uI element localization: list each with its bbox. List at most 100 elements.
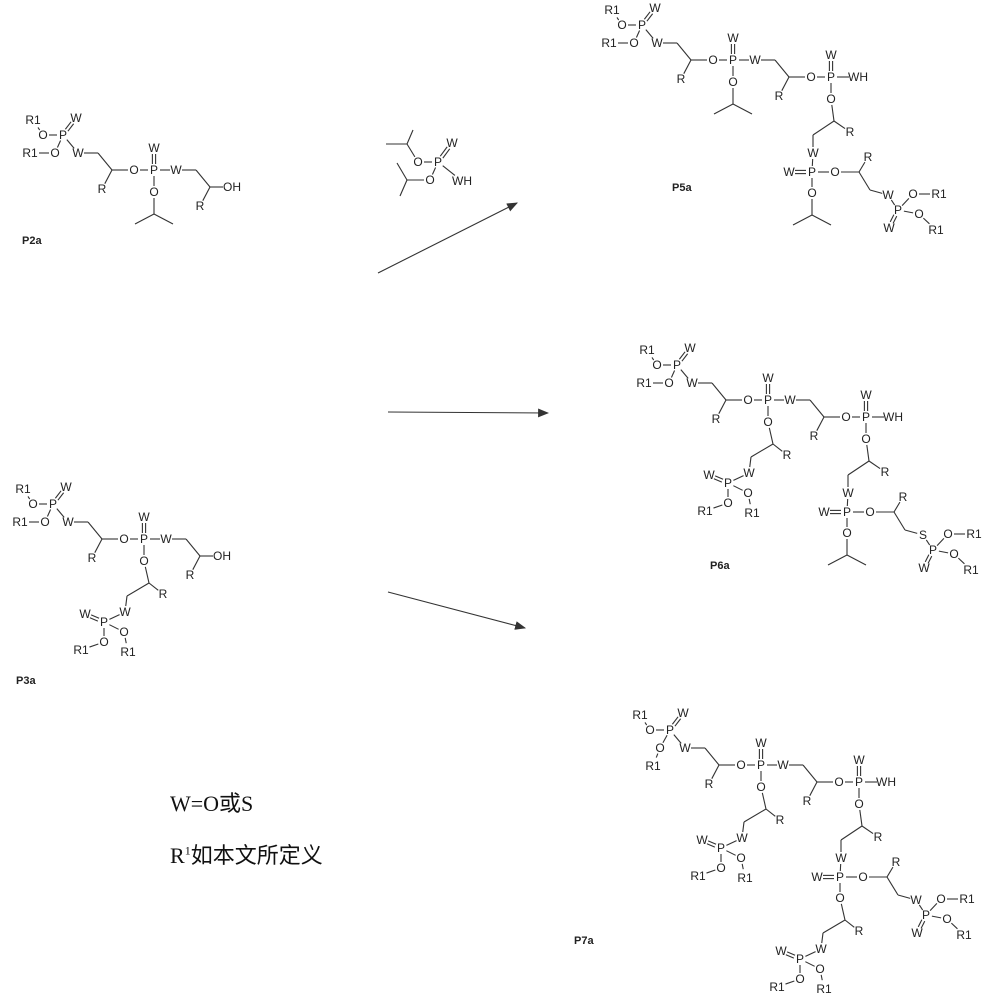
bond [805,951,816,957]
bond [844,919,855,928]
atom-o: O [795,972,804,986]
compound-label-p5a: P5a [672,182,692,194]
atom-w: W [807,146,819,160]
bond [57,492,65,501]
atom-w: W [686,376,698,390]
bond [931,915,942,919]
legend-r-superscript: 1 [184,843,191,858]
bond [109,624,119,630]
atom-o: O [942,912,951,926]
bond [922,217,930,225]
atom-o: O [865,505,874,519]
bond [90,614,100,619]
atom-r1: R1 [639,343,655,357]
atom-o: O [728,75,737,89]
bond [27,496,31,500]
atom-w: W [883,221,895,235]
atom-o: O [806,70,815,84]
atom-w: W [910,893,922,907]
atom-s: S [919,528,927,542]
bond [185,538,201,557]
atom-r: R [186,568,195,582]
atom-r: R [705,777,714,791]
atom-o: O [629,36,638,50]
bond [733,475,744,481]
atom-o: O [149,185,158,199]
atom-o: O [861,432,870,446]
atom-r: R [159,587,168,601]
atom-w: W [784,393,796,407]
atom-w: W [79,607,91,621]
bond [673,734,682,744]
atom-o: O [413,155,422,169]
atom-p: P [717,841,725,855]
bond [109,614,120,620]
atom-w: W [853,753,865,767]
atom-o: O [936,892,945,906]
bond [772,443,783,452]
atom-p: P [59,128,67,142]
atom-o: O [119,625,128,639]
legend-r1-definition: R1如本文所定义 [170,838,323,870]
atom-o: O [826,92,835,106]
atom-r: R [810,429,819,443]
atom-o: O [830,165,839,179]
bond [859,809,863,827]
bond [822,919,846,934]
atom-w: W [882,188,894,202]
atom-w: W [119,605,131,619]
atom-w: W [684,341,696,355]
bond [678,351,686,360]
bond [726,840,737,846]
atom-o: O [914,207,923,221]
bond [56,140,62,148]
bond [809,399,825,418]
atom-o: O [139,554,148,568]
bond [674,718,682,727]
atom-r1: R1 [697,504,713,518]
atom-r1: R1 [73,643,89,657]
bond [890,199,896,206]
atom-r: R [712,412,721,426]
bond [66,139,75,149]
bond [938,550,949,554]
atom-p: P [808,165,816,179]
atom-w: W [749,53,761,67]
atom-r: R [892,855,901,869]
atom-w: W [842,486,854,500]
atom-w: W [755,736,767,750]
atom-r: R [803,794,812,808]
bond [785,980,795,985]
atom-w: W [783,165,795,179]
bond [671,716,679,725]
atom-r1: R1 [25,113,41,127]
bond [917,919,923,928]
legend-r1-text: 如本文所定义 [190,843,323,868]
atom-w: W [727,31,739,45]
bond [704,747,720,766]
atom-w: W [860,388,872,402]
atom-p: P [922,908,930,922]
bond [886,866,894,878]
atom-w: W [651,36,663,50]
bond [431,167,437,175]
atom-o: O [716,861,725,875]
atom-p: P [929,543,937,557]
bond [713,478,723,483]
atom-r1: R1 [928,223,944,237]
bond [94,538,103,553]
atom-r1: R1 [744,506,760,520]
bond [868,460,881,470]
atom-o: O [736,851,745,865]
atom-p: P [140,532,148,546]
bond [64,121,72,130]
bond [861,825,874,835]
atom-o: O [736,758,745,772]
bond [651,357,655,361]
atom-oh: OH [213,549,231,563]
bond [148,582,159,591]
bond [645,29,654,39]
bond [743,808,767,823]
bond [104,169,113,184]
legend-r-symbol: R [170,843,185,868]
